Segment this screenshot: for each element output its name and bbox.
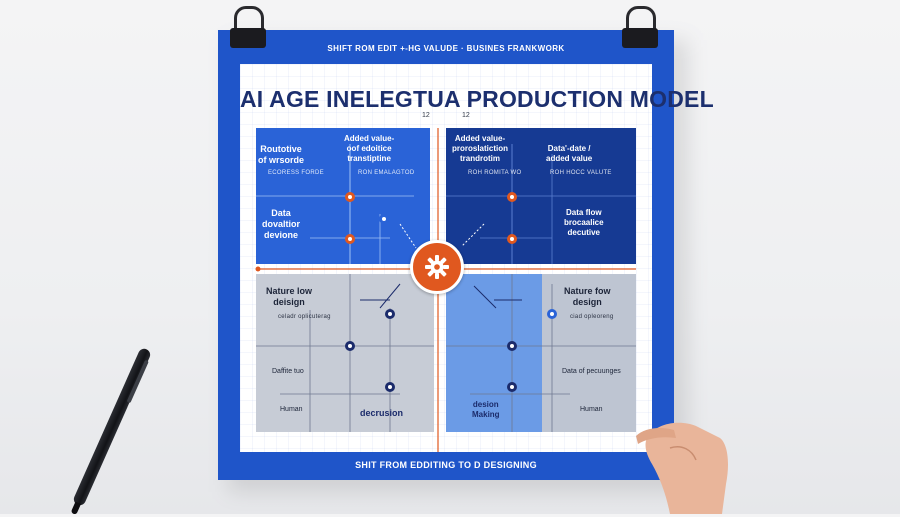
ring-node-icon bbox=[547, 309, 557, 319]
ring-node-icon bbox=[507, 234, 517, 244]
bl-heading: Nature low deisign bbox=[266, 286, 313, 307]
ring-node-icon bbox=[507, 192, 517, 202]
binder-clip-icon bbox=[228, 6, 268, 48]
bl-mid: Daffite tuo bbox=[272, 368, 304, 375]
hand-icon bbox=[636, 422, 728, 514]
ring-node-icon bbox=[345, 234, 355, 244]
tl-heading2: Added value- oof edoitice transtiptine bbox=[344, 134, 395, 163]
tl-heading: Routotive of wrsorde bbox=[258, 144, 305, 165]
tl-lower: Data dovaltior devione bbox=[262, 208, 301, 240]
br-low: Human bbox=[580, 406, 603, 413]
tr-lower: Data flow brocaalice decutive bbox=[564, 208, 604, 237]
tl-sub: ECORESS FORDE bbox=[268, 170, 324, 176]
poster-title: AI AGE INELEGTUA PRODUCTION MODEL bbox=[240, 86, 714, 112]
central-hub bbox=[410, 240, 464, 294]
br-center: desion Making bbox=[472, 400, 500, 419]
br-mid: Data of pecuunges bbox=[562, 368, 621, 375]
ring-node-icon bbox=[345, 341, 355, 351]
tr-sub: ROH ROMITA WO bbox=[468, 170, 522, 176]
ring-node-icon bbox=[345, 192, 355, 202]
bl-sub: celadr oplicuterag bbox=[278, 314, 331, 320]
ring-node-icon bbox=[507, 341, 517, 351]
page-number-right: 12 bbox=[462, 112, 470, 119]
pen-icon bbox=[70, 346, 153, 516]
tr-sub2: ROH HOCC VALUTE bbox=[550, 170, 612, 176]
bl-center: decrusion bbox=[360, 408, 404, 418]
ring-node-icon bbox=[385, 309, 395, 319]
tr-heading: Added value- proroslatiction trandrotim bbox=[452, 134, 509, 163]
ring-node-icon bbox=[379, 214, 389, 224]
page-number-left: 12 bbox=[422, 112, 430, 119]
ring-node-icon bbox=[507, 382, 517, 392]
poster-bottom-caption: SHIT FROM EDDITING TO D DESIGNING bbox=[355, 460, 537, 470]
br-heading: Nature fow design bbox=[564, 286, 611, 307]
gear-icon bbox=[425, 255, 449, 279]
poster-sheet: AI AGE INELEGTUA PRODUCTION MODEL 12 12 bbox=[240, 64, 714, 452]
poster: SHIFT ROM EDIT +-HG VALUDE · BUSINES FRA… bbox=[218, 30, 714, 480]
quadrant-bottom-left bbox=[256, 274, 434, 432]
binder-clip-icon bbox=[620, 6, 660, 48]
tl-sub2: RON EMALAGTOD bbox=[358, 170, 415, 176]
br-sub: ciad opleoreng bbox=[570, 314, 614, 320]
ring-node-icon bbox=[385, 382, 395, 392]
bl-low: Human bbox=[280, 406, 303, 413]
tr-heading2: Data'-date / added value bbox=[546, 144, 593, 163]
poster-top-caption: SHIFT ROM EDIT +-HG VALUDE · BUSINES FRA… bbox=[327, 44, 565, 53]
